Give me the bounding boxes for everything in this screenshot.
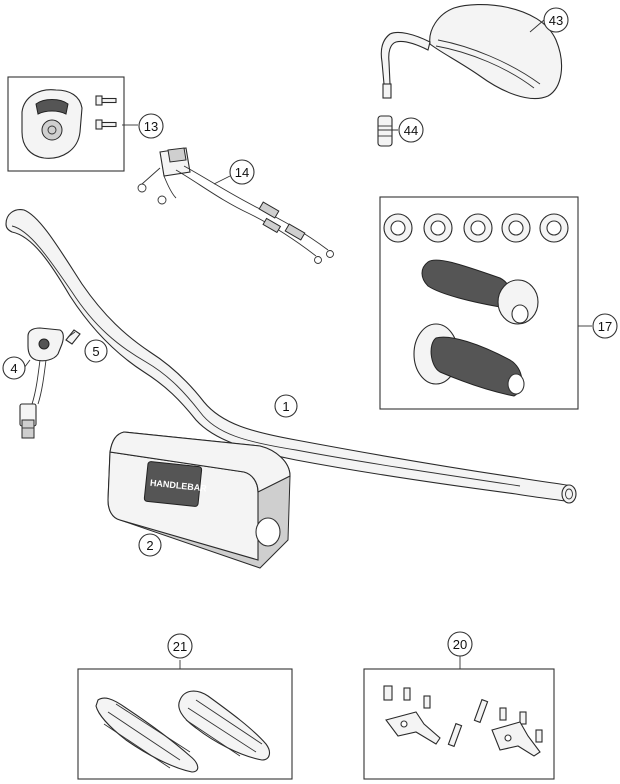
callout-label: 1 <box>282 399 289 414</box>
callout-4: 4 <box>2 356 26 380</box>
callout-14: 14 <box>229 159 255 185</box>
callout-17: 17 <box>592 313 618 339</box>
mirror-adapter-nut[interactable] <box>377 115 393 147</box>
callout-label: 14 <box>235 165 249 180</box>
switch-screw[interactable] <box>65 329 81 345</box>
callout-label: 43 <box>549 13 563 28</box>
housing-screw <box>95 119 117 130</box>
throttle-cam <box>383 213 413 243</box>
callout-13: 13 <box>138 113 164 139</box>
throttle-cables[interactable] <box>137 147 334 264</box>
throttle-cam <box>501 213 531 243</box>
throttle-housing-kit[interactable] <box>7 76 125 172</box>
callout-label: 13 <box>144 119 158 134</box>
throttle-cam <box>463 213 493 243</box>
callout-2: 2 <box>138 533 162 557</box>
leader-lines <box>23 19 592 669</box>
throttle-grip <box>421 259 539 325</box>
clutch-side-grip <box>413 323 525 397</box>
callout-label: 2 <box>146 538 153 553</box>
callout-20: 20 <box>447 631 473 657</box>
callout-44: 44 <box>398 117 424 143</box>
callout-21: 21 <box>167 633 193 659</box>
mirror[interactable] <box>380 4 563 100</box>
throttle-cam <box>539 213 569 243</box>
mounting-hardware-kit[interactable] <box>363 668 555 780</box>
handlebar[interactable] <box>5 209 577 504</box>
callout-1: 1 <box>274 394 298 418</box>
callout-43: 43 <box>543 7 569 33</box>
callout-label: 17 <box>598 319 612 334</box>
hand-guard-kit[interactable] <box>77 668 293 780</box>
handlebar-pad[interactable]: HANDLEBAR <box>107 431 291 569</box>
callout-label: 20 <box>453 637 467 652</box>
throttle-cam <box>423 213 453 243</box>
callout-label: 44 <box>404 123 418 138</box>
housing-screw <box>95 95 117 106</box>
callout-label: 5 <box>92 344 99 359</box>
grip-set-kit[interactable] <box>379 196 579 410</box>
callout-label: 4 <box>10 361 17 376</box>
kill-switch[interactable] <box>19 327 64 439</box>
callout-5: 5 <box>84 339 108 363</box>
callout-label: 21 <box>173 639 187 654</box>
